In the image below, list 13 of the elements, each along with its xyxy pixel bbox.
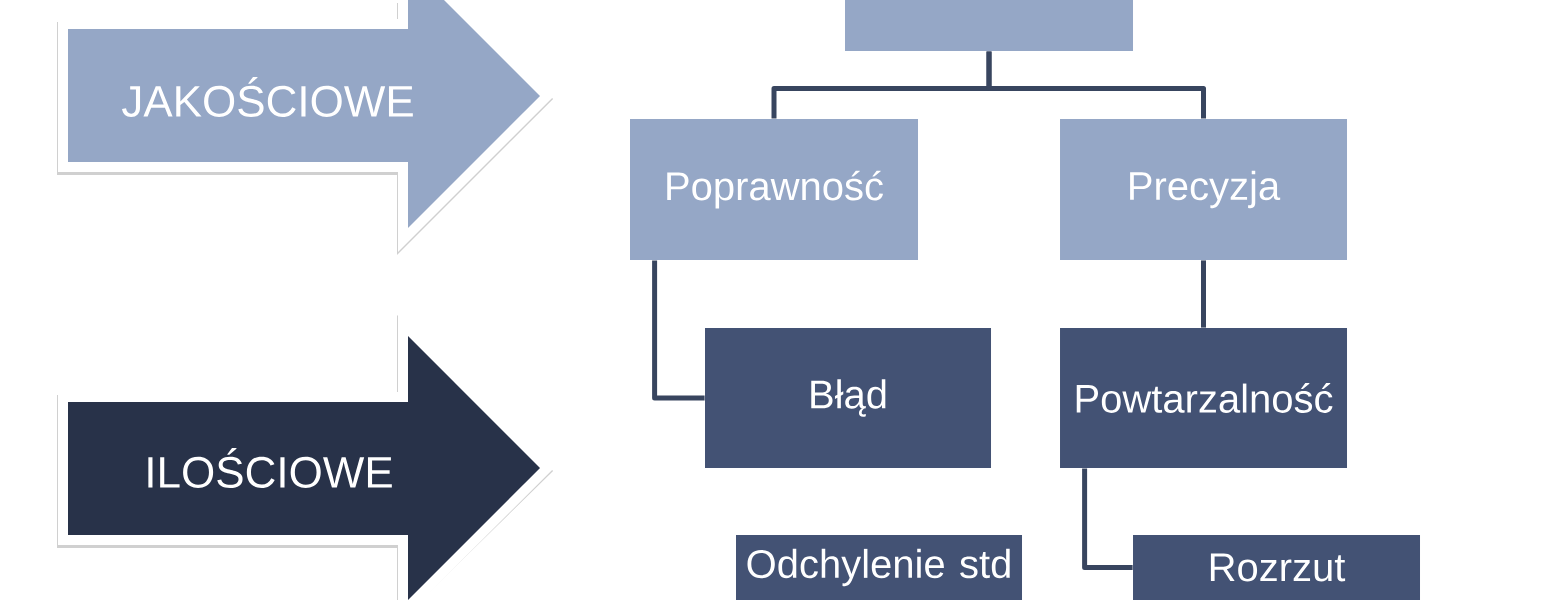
node-label: JAKOŚCIOWE — [122, 77, 413, 117]
category-box: Poprawność — [630, 119, 918, 260]
category-box: Odchylenie std — [736, 535, 1022, 600]
connector-line — [1082, 468, 1133, 570]
empty-box — [845, 0, 1133, 51]
category-box: Precyzja — [1060, 119, 1347, 260]
node-label: ILOŚCIOWE — [148, 448, 392, 488]
connector-line — [986, 51, 1206, 119]
category-box: Błąd — [705, 328, 991, 468]
connector-line — [652, 260, 705, 401]
connector-line — [1201, 260, 1206, 328]
category-box: Rozrzut — [1133, 535, 1420, 600]
category-box: Powtarzalność — [1060, 328, 1347, 468]
